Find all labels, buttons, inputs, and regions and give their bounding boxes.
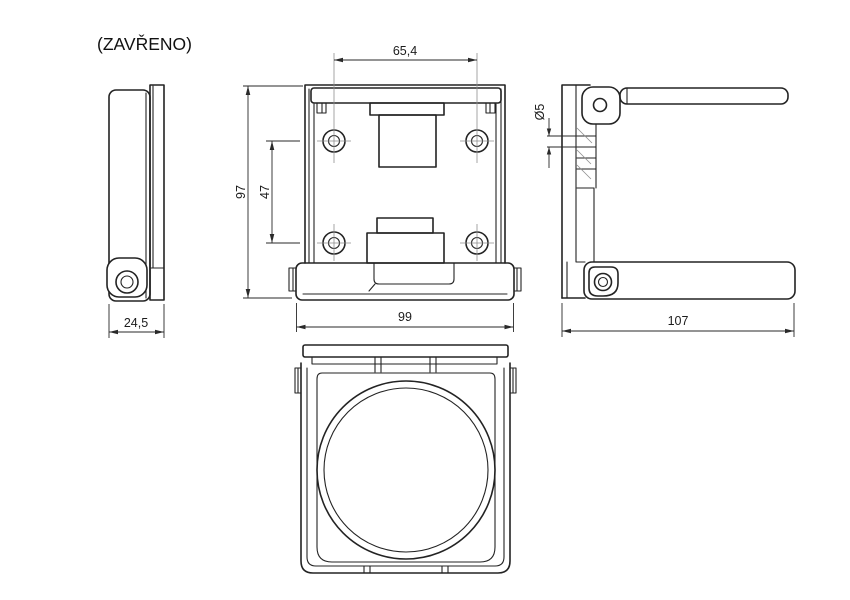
side-hinge-hole-inner [120,275,134,289]
dim-text-97: 97 [234,185,248,199]
dim-arrow [562,328,571,334]
dim-arrow [468,57,477,63]
dim-arrow [546,128,552,136]
dimension-24-5: 24,5 [108,304,165,338]
dimension-99: 99 [296,303,514,332]
front-top-latch-outer [369,102,445,116]
dim-text-d5: Ø5 [533,104,547,121]
dim-arrow [334,57,343,63]
side-view-closed: 24,5 [106,84,165,338]
dim-text-47: 47 [258,185,272,199]
front-right-side-tab [513,267,522,292]
front-top-rail [310,87,502,104]
dim-lines-97 [243,85,303,299]
bottom-right-tab [509,367,517,394]
dim-text-24-5: 24,5 [124,316,148,330]
dim-lines-d5 [547,118,577,168]
dimension-47: 47 [258,140,300,244]
front-bar-channel [368,262,455,292]
dimension-107: 107 [561,303,795,337]
front-bottom-latch-inner [376,217,434,234]
right-plate-inner [566,84,586,299]
hinge-arm [619,87,789,105]
drawing-title: (ZAVŘENO) [97,34,192,54]
dim-lines-47 [266,140,300,244]
right-plate-outline [561,84,591,299]
hinge-knuckle [581,86,621,125]
hinge-pivot-hole [592,97,608,113]
dim-arrow [245,86,251,95]
front-bottom-latch-outer [366,232,445,264]
dim-lines-99 [296,303,514,332]
hole-centerlines [317,53,494,261]
dim-arrow [504,324,514,330]
tray-bar-side [583,261,796,300]
rib-bracket [576,123,597,189]
dim-lines-24-5 [108,304,165,338]
bottom-frame-inner [316,372,496,563]
dim-arrow [546,147,552,155]
bottom-frame-outer [300,362,511,574]
front-left-notch [316,102,327,114]
bottom-view [294,344,517,574]
dim-text-107: 107 [668,314,689,328]
bottom-frame-second [306,367,505,567]
bottom-edge-slots [363,565,449,574]
cup-ring-outer [316,380,496,560]
dim-text-99: 99 [398,310,412,324]
dim-arrow [245,289,251,298]
dim-arrow [269,234,275,243]
front-top-latch-inner [378,114,437,168]
tray-hinge-hole-outer [593,272,613,292]
front-view: 65,4 97 47 99 [234,44,522,332]
bottom-left-tab [294,367,302,394]
dim-arrow [155,329,164,335]
cup-ring-inner [323,387,489,553]
side-plate-detail [149,85,165,269]
dimension-pin-diameter: Ø5 [533,104,577,168]
side-hinge-hole-outer [115,270,139,294]
bottom-hinge-slots [374,356,437,373]
dim-arrow [785,328,794,334]
dimension-97: 97 [234,85,303,299]
dimension-65-4: 65,4 [334,44,477,63]
bottom-rail-lip [311,356,498,365]
dim-arrow [269,141,275,150]
rib-hatch-lines [576,127,593,180]
front-right-notch [485,102,496,114]
bottom-rail [302,344,509,358]
tray-hinge-hole-inner [597,276,609,288]
side-back-plate [149,84,165,301]
dim-arrow [109,329,118,335]
front-left-side-tab [288,267,297,292]
front-frame-walls [308,88,502,264]
tray-hinge-boss [588,266,619,297]
side-hinge-boss [106,257,148,298]
front-bottom-bar [295,262,515,301]
dim-lines-107 [561,303,795,337]
dim-arrow [296,324,306,330]
dim-text-65-4: 65,4 [393,44,417,58]
front-frame-outline [304,84,506,264]
right-view: Ø5 107 [533,84,796,337]
